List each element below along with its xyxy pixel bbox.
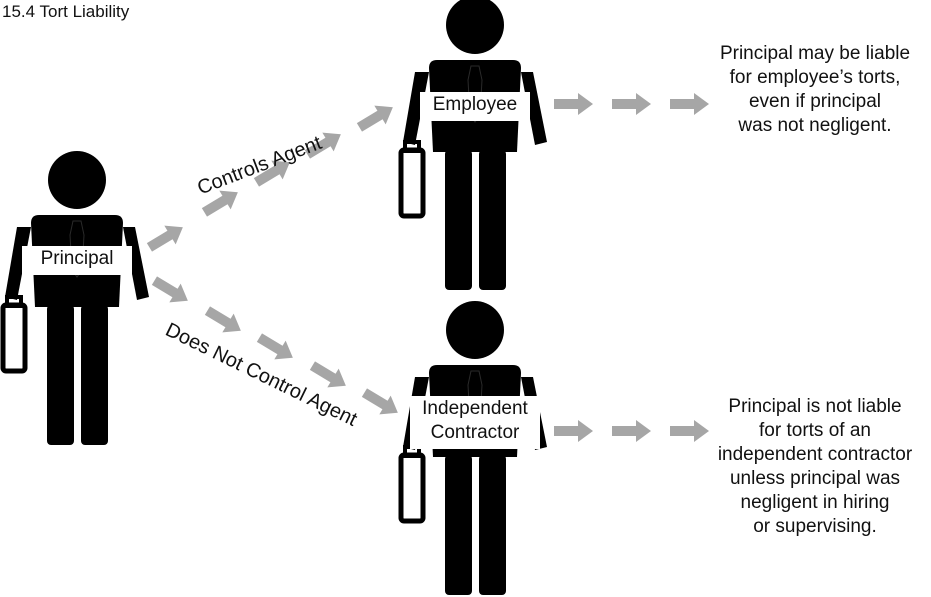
arrow-right-2: [612, 93, 651, 115]
principal-label: Principal: [22, 246, 132, 275]
arrow-right-5: [612, 420, 651, 442]
principal-figure: [3, 151, 149, 445]
arrow-down-5: [358, 383, 404, 423]
diagram-title: 15.4 Tort Liability: [2, 2, 130, 21]
controls-agent-arrows: [143, 97, 399, 257]
contractor-description: Principal is not liable for torts of an …: [717, 396, 913, 537]
arrow-down-1: [148, 271, 194, 311]
arrow-right-4: [554, 420, 593, 442]
arrow-down-2: [201, 301, 247, 341]
contractor-result-arrows: [554, 420, 709, 442]
employee-label: Employee: [420, 92, 530, 121]
arrow-up-5: [353, 97, 399, 137]
contractor-label: Independent Contractor: [410, 396, 540, 449]
arrow-up-1: [143, 217, 189, 257]
employee-figure: [401, 0, 547, 290]
employee-result-arrows: [554, 93, 709, 115]
arrow-right-1: [554, 93, 593, 115]
employee-description: Principal may be liable for employee’s t…: [719, 43, 911, 136]
